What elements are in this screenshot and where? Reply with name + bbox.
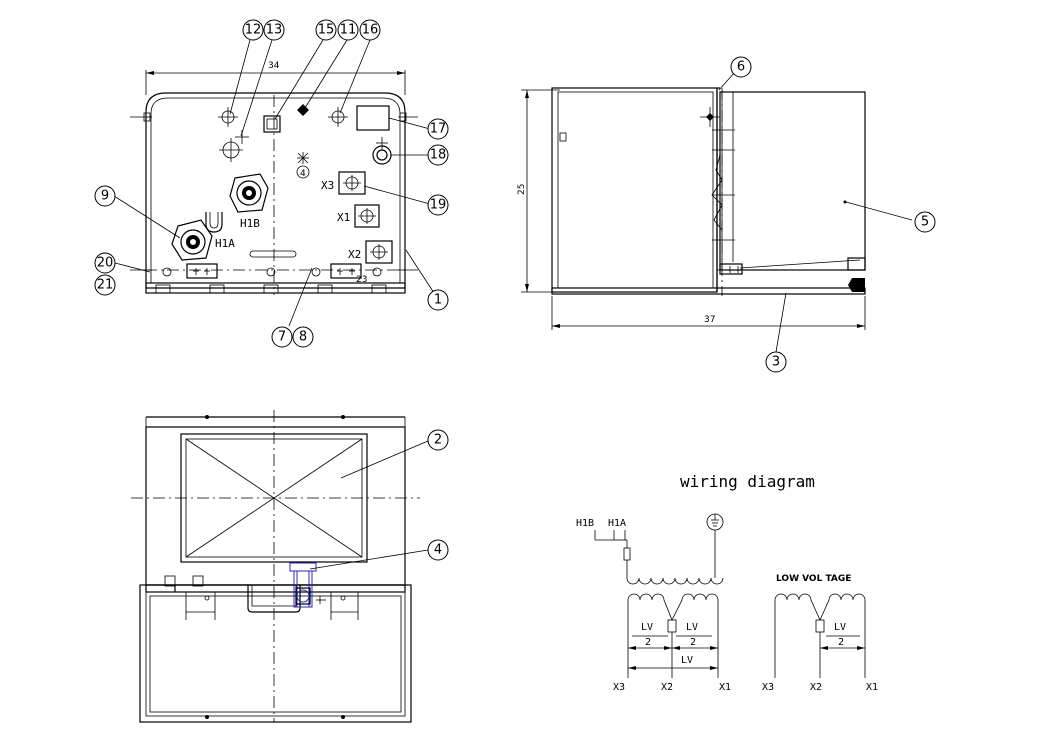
lv-num-left: LV (641, 622, 653, 633)
svg-text:13: 13 (266, 23, 283, 38)
callout-3: 3 (765, 351, 787, 373)
svg-text:4: 4 (434, 543, 442, 558)
svg-text:3: 3 (772, 355, 780, 370)
front-width-dimension: 34 (268, 61, 280, 71)
lv-num-right: LV (686, 622, 698, 633)
lv-den-left: 2 (645, 637, 651, 648)
wiring-x2: X2 (661, 682, 673, 693)
bushing-h1a (171, 219, 213, 261)
label-h1a: H1A (215, 237, 235, 250)
wiring-x3: X3 (613, 682, 625, 693)
low-x2: X2 (810, 682, 822, 693)
svg-text:11: 11 (340, 23, 357, 38)
callout-8: 8 (292, 326, 314, 348)
side-height-dimension: 25 (517, 184, 527, 195)
lv-full: LV (681, 655, 693, 666)
svg-text:6: 6 (737, 60, 745, 75)
callout-15: 15 (315, 19, 337, 41)
svg-text:19: 19 (430, 198, 447, 213)
wiring-diagram: wiring diagram H1B H1A LV 2 LV 2 (576, 472, 878, 693)
callout-21: 21 (94, 274, 116, 296)
callout-13: 13 (263, 19, 285, 41)
svg-text:21: 21 (97, 278, 114, 293)
callout-12: 12 (242, 19, 264, 41)
callout-4: 4 (427, 539, 449, 561)
svg-text:17: 17 (430, 122, 447, 137)
low-voltage-label: LOW VOL TAGE (776, 574, 851, 584)
callout-17: 17 (427, 118, 449, 140)
callout-9: 9 (94, 185, 116, 207)
callout-16: 16 (359, 19, 381, 41)
callout-5: 5 (914, 211, 936, 233)
nameplate (356, 105, 390, 131)
callout-7: 7 (271, 326, 293, 348)
terminal-x1 (354, 204, 380, 228)
label-x1: X1 (337, 211, 350, 224)
top-leaders (309, 440, 429, 570)
callout-2: 2 (427, 429, 449, 451)
svg-text:5: 5 (921, 215, 929, 230)
side-view: 25 37 (517, 87, 866, 330)
terminal-x2 (365, 240, 393, 264)
fuse-icon (623, 547, 631, 561)
callout-1: 1 (427, 289, 449, 311)
wiring-h1a: H1A (608, 518, 626, 529)
svg-text:12: 12 (245, 23, 262, 38)
front-view: 34 (130, 61, 418, 295)
svg-text:20: 20 (97, 256, 114, 271)
lv-num-low: LV (834, 622, 846, 633)
callout-20: 20 (94, 252, 116, 274)
ground-marker-icon (297, 104, 309, 116)
terminal-x3 (338, 171, 366, 195)
bushing-h1b (229, 173, 269, 213)
svg-text:16: 16 (362, 23, 379, 38)
inner-label-23: 23 (356, 275, 367, 285)
center-symbol-icon (297, 152, 309, 164)
large-hole (219, 138, 243, 162)
label-x2: X2 (348, 248, 361, 261)
u-bracket (205, 212, 223, 233)
svg-text:18: 18 (430, 148, 447, 163)
wiring-title: wiring diagram (680, 472, 815, 491)
callouts: 12 13 15 11 16 17 18 19 9 20 21 1 7 8 6 … (94, 19, 936, 561)
svg-text:9: 9 (101, 189, 109, 204)
svg-text:1: 1 (434, 293, 442, 308)
svg-text:8: 8 (299, 330, 307, 345)
bushing-top-detail (289, 562, 326, 608)
svg-text:15: 15 (318, 23, 335, 38)
square-terminal-box (263, 115, 281, 133)
svg-text:2: 2 (434, 433, 442, 448)
callout-19: 19 (427, 194, 449, 216)
label-h1b: H1B (240, 217, 260, 230)
primary-coil (626, 577, 724, 585)
callout-6: 6 (730, 56, 752, 78)
inner-label-4: 4 (300, 169, 306, 179)
top-view (131, 410, 420, 723)
svg-text:7: 7 (278, 330, 286, 345)
wiring-x1: X1 (719, 682, 731, 693)
low-x1: X1 (866, 682, 878, 693)
low-x3: X3 (762, 682, 774, 693)
label-x3: X3 (321, 179, 334, 192)
callout-11: 11 (337, 19, 359, 41)
side-leaders (718, 71, 913, 353)
lv-den-low: 2 (838, 637, 844, 648)
mounting-hole (218, 107, 238, 127)
side-width-dimension: 37 (704, 315, 715, 325)
mounting-hole (328, 107, 348, 127)
front-leaders (113, 39, 437, 327)
wiring-h1b: H1B (576, 518, 594, 529)
lv-den-right: 2 (690, 637, 696, 648)
callout-18: 18 (427, 144, 449, 166)
